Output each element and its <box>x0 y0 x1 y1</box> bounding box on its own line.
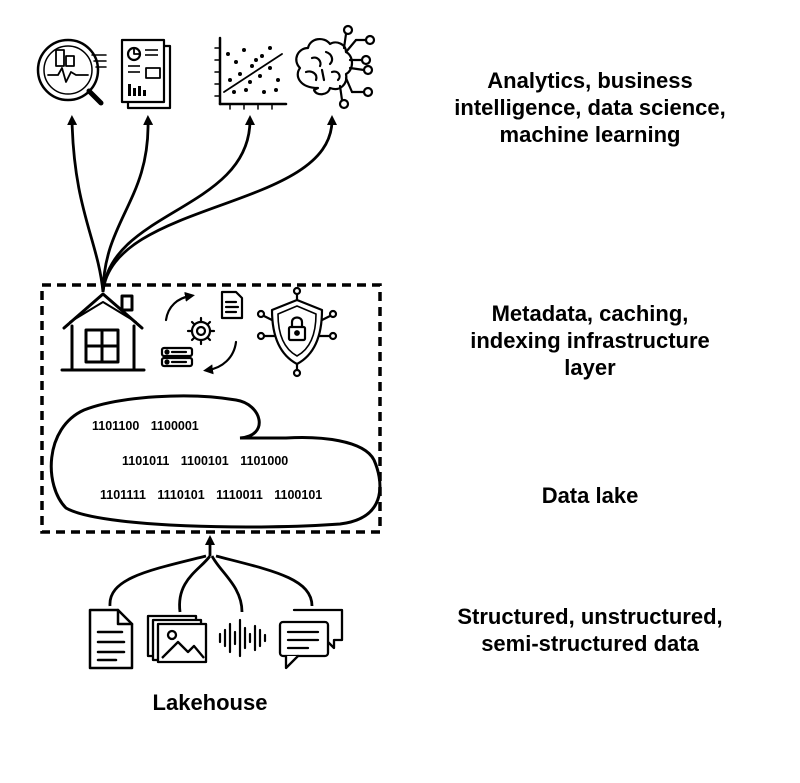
ai-brain-icon <box>295 24 376 110</box>
scatter-plot-icon <box>214 36 288 110</box>
report-icon <box>120 38 172 110</box>
binary-token: 1101111 <box>100 488 146 502</box>
security-shield-icon <box>256 286 338 378</box>
binary-token: 1100101 <box>181 454 229 468</box>
binary-token: 1101000 <box>240 454 288 468</box>
sources-label: Structured, unstructured, semi-structure… <box>440 603 740 657</box>
metadata-layer-label-line: Metadata, caching, <box>491 301 689 326</box>
consumer-arrows <box>67 115 337 293</box>
house-icon <box>60 292 146 372</box>
binary-token: 1101100 <box>92 419 139 433</box>
chat-icon <box>278 608 344 670</box>
audio-wave-icon <box>218 618 267 658</box>
diagram-caption: Lakehouse <box>152 690 268 715</box>
binary-token: 1100101 <box>274 488 322 502</box>
consumers-label-line: intelligence, data science, <box>454 95 726 120</box>
sources-label-line: Structured, unstructured, <box>457 604 723 629</box>
consumers-label-line: Analytics, business <box>487 68 693 93</box>
binary-token: 1110011 <box>216 488 263 502</box>
data-lake-label: Data lake <box>440 482 740 509</box>
images-icon <box>146 614 208 664</box>
data-lake-blob <box>49 394 382 529</box>
metadata-layer-label-line: layer <box>564 355 616 380</box>
workflow-gear-icon <box>160 290 244 375</box>
binary-row-3: 1101111 1110101 1110011 1100101 <box>100 488 322 502</box>
metadata-layer-label: Metadata, caching, indexing infrastructu… <box>440 300 740 381</box>
binary-token: 1110101 <box>157 488 204 502</box>
metadata-layer-box <box>40 283 382 534</box>
sources-label-line: semi-structured data <box>481 631 699 656</box>
consumers-label-line: machine learning <box>499 122 681 147</box>
consumers-label: Analytics, business intelligence, data s… <box>440 67 740 148</box>
document-icon <box>88 608 134 670</box>
binary-row-1: 1101100 1100001 <box>92 419 199 433</box>
binary-token: 1100001 <box>151 419 199 433</box>
magnifier-analytics-icon <box>36 38 107 106</box>
data-lake-label-line: Data lake <box>541 483 639 508</box>
source-arrows <box>108 535 314 613</box>
binary-token: 1101011 <box>122 454 169 468</box>
binary-row-2: 1101011 1100101 1101000 <box>122 454 288 468</box>
metadata-layer-label-line: indexing infrastructure <box>470 328 710 353</box>
